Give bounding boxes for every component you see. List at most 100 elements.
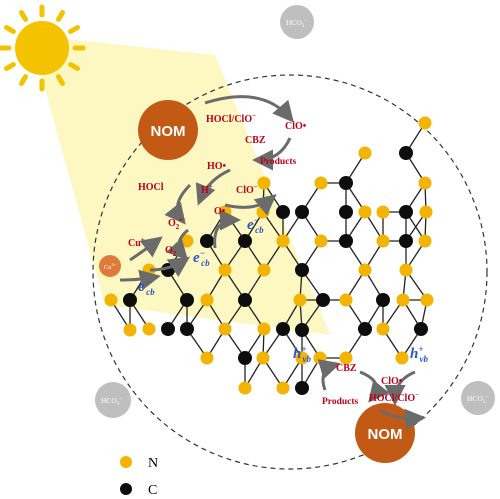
carbon-atom xyxy=(414,322,428,336)
svg-text:HOCl/ClO−: HOCl/ClO− xyxy=(369,391,419,404)
carbon-atom xyxy=(123,293,137,307)
nitrogen-atom xyxy=(276,381,290,395)
carbon-atom xyxy=(399,146,413,160)
nitrogen-atom xyxy=(257,263,271,277)
nitrogen-atom xyxy=(418,234,432,248)
nitrogen-atom xyxy=(396,293,410,307)
nitrogen-atom xyxy=(104,293,118,307)
legend-n-marker xyxy=(120,456,132,468)
hco3-bubble-right: HCO3− xyxy=(461,381,495,415)
hco3-bubble-left: HCO3− xyxy=(95,382,131,418)
nitrogen-atom xyxy=(293,293,307,307)
nitrogen-atom xyxy=(257,322,271,336)
nitrogen-atom xyxy=(123,323,137,337)
nitrogen-atom xyxy=(376,234,390,248)
svg-text:O•: O• xyxy=(214,206,226,217)
nitrogen-atom xyxy=(218,263,232,277)
carbon-atom xyxy=(276,322,290,336)
nitrogen-atom xyxy=(419,205,433,219)
nitrogen-atom xyxy=(238,381,252,395)
svg-text:h+vb: h+vb xyxy=(410,344,428,364)
carbon-atom xyxy=(358,322,372,336)
nitrogen-atom xyxy=(295,351,309,365)
nitrogen-atom xyxy=(399,263,413,277)
nitrogen-atom xyxy=(314,234,328,248)
svg-text:HCO3−: HCO3− xyxy=(101,396,123,407)
legend: N C xyxy=(120,456,158,498)
nitrogen-atom xyxy=(314,176,328,190)
carbon-atom xyxy=(238,351,252,365)
carbon-atom xyxy=(295,263,309,277)
svg-text:Products: Products xyxy=(260,157,297,167)
carbon-atom xyxy=(399,234,413,248)
svg-text:CBZ: CBZ xyxy=(336,363,357,374)
cu2-bubble: Cu2+ xyxy=(99,255,121,277)
carbon-atom xyxy=(238,293,252,307)
nitrogen-atom xyxy=(339,351,353,365)
svg-text:HO•: HO• xyxy=(207,161,227,172)
svg-text:h+vb: h+vb xyxy=(293,344,311,364)
nitrogen-atom xyxy=(200,293,214,307)
nitrogen-atom xyxy=(142,322,156,336)
carbon-atom xyxy=(295,323,309,337)
carbon-atom xyxy=(276,205,290,219)
svg-text:e−cb: e−cb xyxy=(193,248,210,268)
nitrogen-atom xyxy=(257,176,271,190)
nitrogen-atom xyxy=(376,322,390,336)
carbon-atom xyxy=(376,293,390,307)
legend-c-label: C xyxy=(148,483,157,498)
carbon-atom xyxy=(180,293,194,307)
nitrogen-atom xyxy=(218,322,232,336)
nitrogen-atom xyxy=(256,351,270,365)
svg-text:e−cb: e−cb xyxy=(247,215,264,235)
nitrogen-atom xyxy=(313,351,327,365)
nitrogen-atom xyxy=(418,176,432,190)
svg-text:e−cb: e−cb xyxy=(138,277,155,297)
svg-text:O2: O2 xyxy=(165,245,177,258)
hco3-bubble-top: HCO3− xyxy=(280,5,314,39)
svg-text:ClO•: ClO• xyxy=(285,121,307,132)
carbon-atom xyxy=(339,205,353,219)
carbon-atom xyxy=(238,234,252,248)
nitrogen-atom xyxy=(200,351,214,365)
legend-c-marker xyxy=(120,483,132,495)
carbon-atom xyxy=(295,205,309,219)
svg-text:ClO•: ClO• xyxy=(381,376,403,387)
nitrogen-atom xyxy=(418,116,432,130)
svg-text:HCO3−: HCO3− xyxy=(467,394,489,405)
nitrogen-atom xyxy=(358,263,372,277)
nitrogen-atom xyxy=(339,293,353,307)
curved-arrow-icon xyxy=(119,95,426,430)
carbon-atom xyxy=(200,234,214,248)
svg-text:HCO3−: HCO3− xyxy=(286,18,308,29)
carbon-atom xyxy=(316,293,330,307)
legend-n-label: N xyxy=(148,456,158,471)
carbon-atom xyxy=(180,322,194,336)
svg-text:HOCl: HOCl xyxy=(138,182,164,193)
carbon-atom xyxy=(161,322,175,336)
sun-icon xyxy=(0,4,86,92)
svg-text:Cu2+: Cu2+ xyxy=(104,262,117,271)
nitrogen-atom xyxy=(358,146,372,160)
nitrogen-atom xyxy=(358,205,372,219)
svg-text:Cu+: Cu+ xyxy=(128,236,145,249)
nitrogen-atom xyxy=(420,293,434,307)
carbon-atom xyxy=(339,176,353,190)
carbon-atom xyxy=(339,234,353,248)
svg-text:H+: H+ xyxy=(201,183,213,196)
nitrogen-atom xyxy=(395,351,409,365)
svg-text:Products: Products xyxy=(322,397,359,407)
svg-text:O2•−: O2•− xyxy=(168,216,186,231)
svg-text:CBZ: CBZ xyxy=(245,135,266,146)
svg-text:NOM: NOM xyxy=(368,426,403,443)
svg-text:HOCl/ClO−: HOCl/ClO− xyxy=(206,112,256,125)
carbon-atom xyxy=(399,205,413,219)
nitrogen-atom xyxy=(276,234,290,248)
carbon-atom xyxy=(295,381,309,395)
svg-text:NOM: NOM xyxy=(151,123,186,140)
reaction-boundary xyxy=(92,74,488,470)
svg-text:ClO−: ClO− xyxy=(236,183,258,196)
nom-badge-top: NOM xyxy=(138,100,198,160)
nitrogen-atom xyxy=(376,205,390,219)
